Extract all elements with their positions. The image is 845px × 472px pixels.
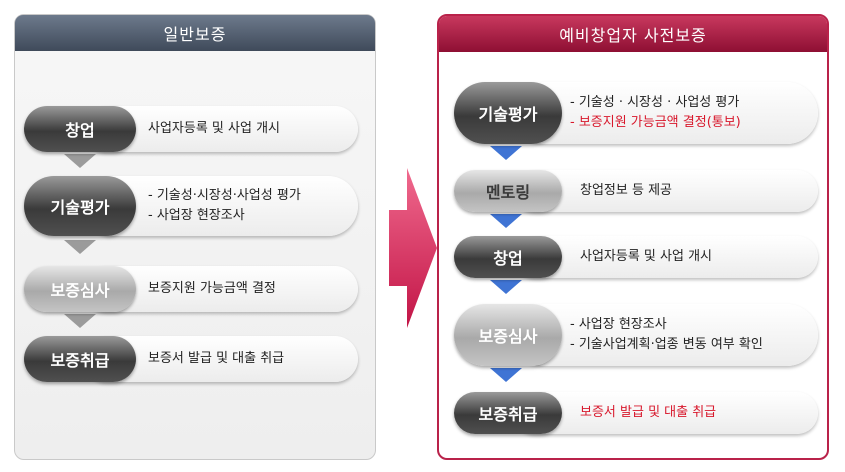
step-badge: 보증취급 bbox=[24, 336, 136, 382]
step-text-highlight: 보증서 발급 및 대출 취급 bbox=[580, 405, 717, 420]
left-step-tech-eval: - 기술성·시장성·사업성 평가 - 사업장 현장조사 기술평가 bbox=[24, 176, 358, 236]
step-content: - 기술성 · 시장성 · 사업성 평가 - 보증지원 가능금액 결정(통보) bbox=[514, 82, 818, 144]
left-step-startup: 사업자등록 및 사업 개시 창업 bbox=[24, 106, 358, 152]
step-text: - 기술성 · 시장성 · 사업성 평가 bbox=[570, 95, 740, 110]
step-badge: 멘토링 bbox=[454, 170, 562, 212]
step-content: 사업자등록 및 사업 개시 bbox=[514, 236, 818, 278]
left-step-review: 보증지원 가능금액 결정 보증심사 bbox=[24, 266, 358, 312]
step-text: - 사업장 현장조사 bbox=[570, 317, 667, 332]
step-text: 보증서 발급 및 대출 취급 bbox=[148, 351, 285, 366]
step-text: 보증지원 가능금액 결정 bbox=[148, 281, 276, 296]
down-arrow bbox=[490, 146, 522, 160]
step-badge: 보증취급 bbox=[454, 392, 562, 434]
left-step-issuance: 보증서 발급 및 대출 취급 보증취급 bbox=[24, 336, 358, 382]
down-arrow bbox=[64, 154, 96, 168]
step-text: 사업자등록 및 사업 개시 bbox=[148, 121, 280, 136]
down-arrow bbox=[490, 280, 522, 294]
general-guarantee-panel: 일반보증 bbox=[14, 14, 376, 460]
right-step-mentoring: 창업정보 등 제공 멘토링 bbox=[454, 170, 818, 212]
right-step-review: - 사업장 현장조사 - 기술사업계획·업종 변동 여부 확인 보증심사 bbox=[454, 304, 818, 366]
step-text: 창업정보 등 제공 bbox=[580, 183, 672, 198]
panel-title-pre-startup: 예비창업자 사전보증 bbox=[439, 16, 827, 52]
step-badge: 창업 bbox=[24, 106, 136, 152]
big-right-arrow-icon bbox=[389, 168, 437, 328]
step-badge: 보증심사 bbox=[454, 304, 562, 366]
step-badge: 창업 bbox=[454, 236, 562, 278]
panel-title-general: 일반보증 bbox=[15, 15, 375, 51]
step-text: - 기술성·시장성·사업성 평가 bbox=[148, 188, 301, 203]
step-text: 사업자등록 및 사업 개시 bbox=[580, 249, 712, 264]
step-badge: 기술평가 bbox=[454, 82, 562, 144]
right-step-tech-eval: - 기술성 · 시장성 · 사업성 평가 - 보증지원 가능금액 결정(통보) … bbox=[454, 82, 818, 144]
down-arrow bbox=[64, 314, 96, 328]
step-content: 창업정보 등 제공 bbox=[514, 170, 818, 212]
right-step-issuance: 보증서 발급 및 대출 취급 보증취급 bbox=[454, 392, 818, 434]
step-content: - 사업장 현장조사 - 기술사업계획·업종 변동 여부 확인 bbox=[514, 304, 818, 366]
right-step-startup: 사업자등록 및 사업 개시 창업 bbox=[454, 236, 818, 278]
step-content: 보증서 발급 및 대출 취급 bbox=[514, 392, 818, 434]
step-badge: 보증심사 bbox=[24, 266, 136, 312]
step-text: - 사업장 현장조사 bbox=[148, 208, 245, 223]
down-arrow bbox=[490, 368, 522, 382]
step-badge: 기술평가 bbox=[24, 176, 136, 236]
step-text: - 기술사업계획·업종 변동 여부 확인 bbox=[570, 337, 763, 352]
step-text-highlight: - 보증지원 가능금액 결정(통보) bbox=[570, 115, 741, 130]
down-arrow bbox=[64, 240, 96, 254]
down-arrow bbox=[490, 214, 522, 228]
